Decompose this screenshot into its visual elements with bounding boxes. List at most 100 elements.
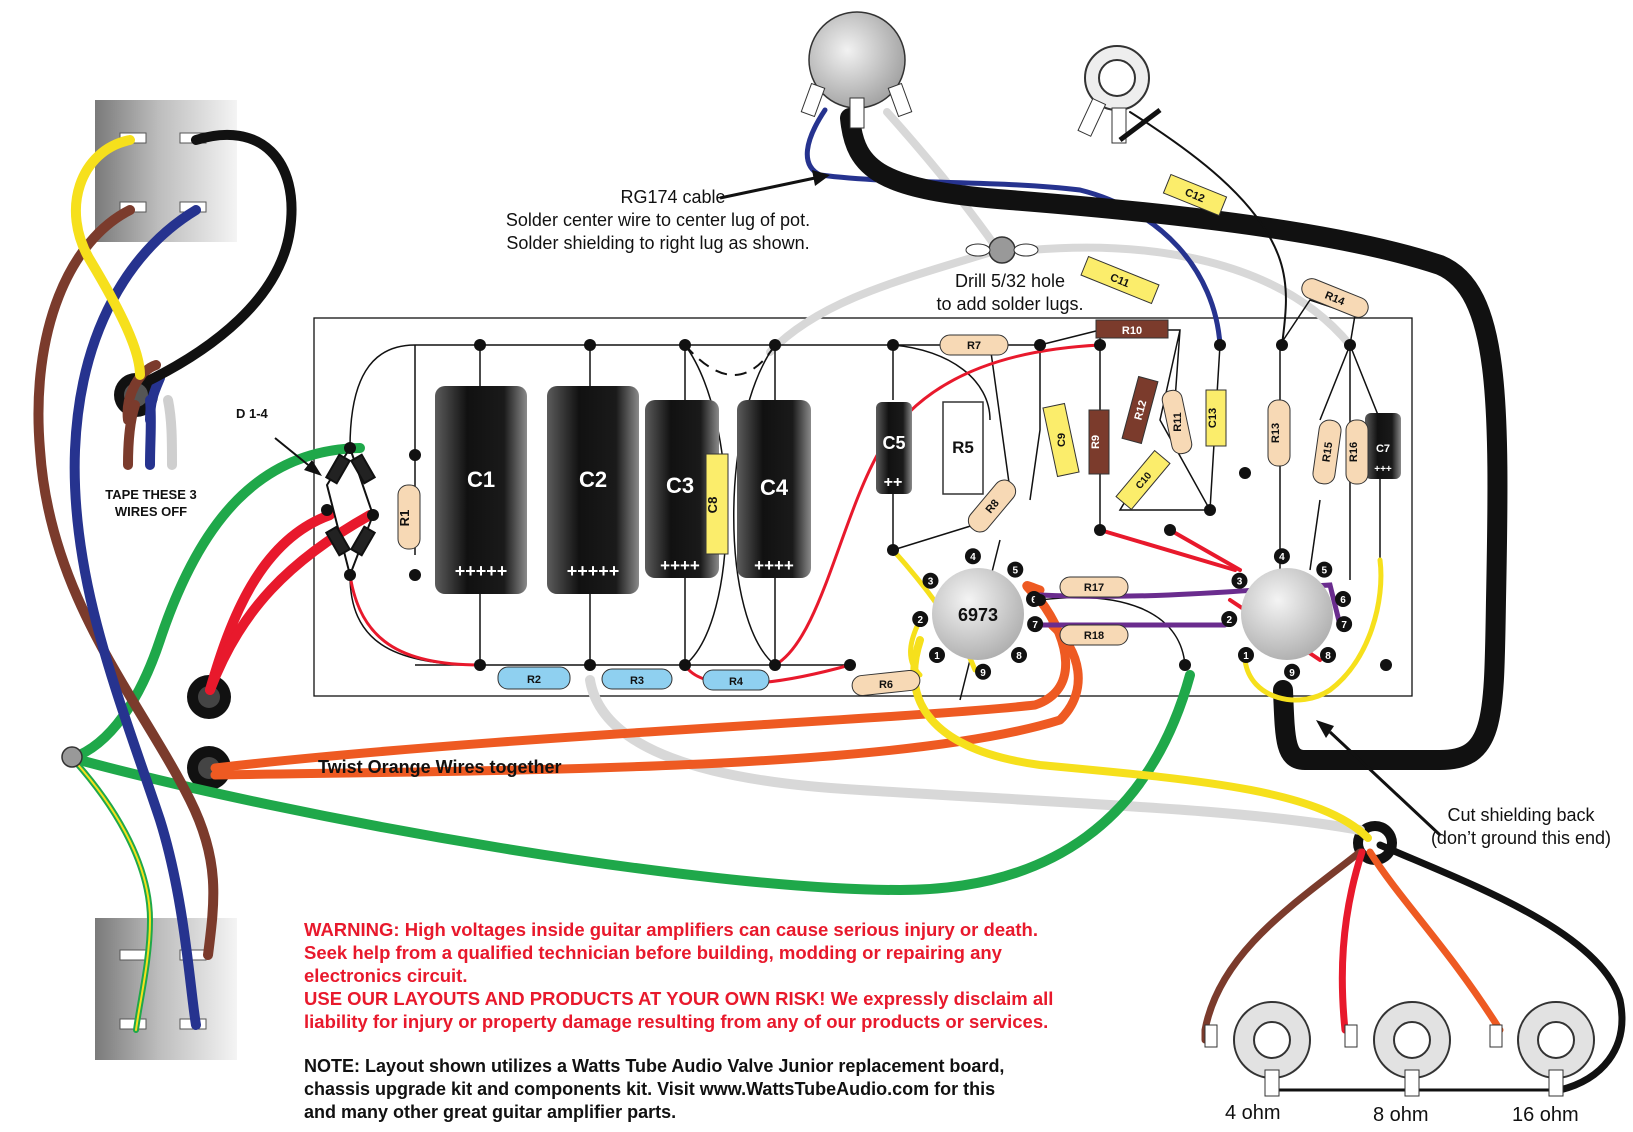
cap-C10: C10: [1115, 449, 1171, 511]
tube-pin-preamp-7: [1027, 616, 1044, 633]
speaker-jack-8ohm: [1344, 1001, 1451, 1097]
note-line3: and many other great guitar amplifier pa…: [304, 1102, 677, 1122]
tube-pin-number: 1: [1243, 651, 1249, 662]
tube-pin-preamp-5: [1007, 561, 1024, 578]
tube-pin-number: 5: [1322, 566, 1328, 577]
tube-pin-power-6: [1335, 590, 1352, 607]
rg174-annotation: RG174 cable Solder center wire to center…: [448, 186, 868, 255]
tube-label: 6973: [958, 605, 998, 625]
tube-pin-power-2: [1221, 611, 1238, 628]
cap-C2: C2 +++++: [547, 386, 639, 594]
volume-pot: [800, 11, 913, 129]
solder-node: [367, 509, 379, 521]
resistor-label-R3: R3: [630, 675, 644, 687]
tube-pin-power-3: [1231, 572, 1248, 589]
drill-line2: to add solder lugs.: [936, 294, 1084, 314]
drill-annotation: Drill 5/32 hole to add solder lugs.: [905, 270, 1115, 316]
tube-pin-number: 2: [1226, 615, 1232, 626]
solder-node: [1204, 504, 1216, 516]
drill-line1: Drill 5/32 hole: [954, 271, 1066, 291]
rg174-line1: Solder center wire to center lug of pot.: [505, 210, 811, 230]
cap-label-C8: C8: [705, 497, 720, 514]
cap-label-C2: C2: [579, 467, 607, 492]
solder-node: [474, 659, 486, 671]
resistor-R14: R14: [1301, 278, 1369, 318]
solder-node: [321, 504, 333, 516]
input-jack: [1077, 45, 1162, 144]
tube-pin-power-7: [1336, 616, 1353, 633]
cap-label-C3: C3: [666, 473, 694, 498]
tube-socket-preamp: 6973: [932, 568, 1024, 660]
resistor-label-R6: R6: [879, 679, 893, 691]
resistor-label-R16: R16: [1348, 442, 1360, 462]
resistor-label-R13: R13: [1270, 423, 1282, 443]
solder-lug-post: [965, 236, 1039, 264]
tube-pin-number: 4: [1279, 552, 1285, 563]
cap-C9: C9: [1042, 402, 1080, 478]
solder-node: [679, 339, 691, 351]
solder-node: [584, 339, 596, 351]
tube-pin-number: 7: [1341, 620, 1347, 631]
tube-pin-preamp-4: [964, 548, 981, 565]
tube-pin-power-1: [1237, 647, 1254, 664]
polarity-mark: +++: [1374, 464, 1392, 475]
solder-node: [1164, 524, 1176, 536]
resistor-R5: R5: [942, 401, 984, 495]
solder-node: [1034, 594, 1046, 606]
solder-node: [1214, 339, 1226, 351]
safety-warning: WARNING: High voltages inside guitar amp…: [304, 918, 1184, 1033]
tube-pin-number: 5: [1013, 566, 1019, 577]
tape-annotation: TAPE THESE 3 WIRES OFF: [96, 486, 206, 520]
resistor-R12: R12: [1121, 375, 1159, 445]
tube-pin-number: 7: [1032, 620, 1038, 631]
cap-label-C9: C9: [1056, 433, 1068, 447]
annotation-arrows: [274, 170, 1442, 837]
cap-C13: C13: [1205, 389, 1227, 447]
solder-node: [1344, 339, 1356, 351]
tube-pin-number: 9: [1289, 668, 1295, 679]
solder-node: [474, 339, 486, 351]
resistor-R13: R13: [1267, 399, 1291, 467]
resistor-R16: R16: [1345, 419, 1369, 485]
cap-label-C5: C5: [882, 433, 905, 453]
tube-pin-number: 8: [1016, 651, 1022, 662]
resistor-R9: R9: [1088, 409, 1110, 475]
tube-pin-number: 6: [1340, 595, 1346, 606]
solder-node: [1239, 467, 1251, 479]
diode-label: D 1-4: [236, 406, 268, 421]
resistor-label-R12: R12: [1133, 399, 1150, 422]
solder-node: [1276, 339, 1288, 351]
cut-line2: (don’t ground this end): [1430, 828, 1612, 848]
solder-node: [1094, 524, 1106, 536]
solder-node: [344, 569, 356, 581]
tube-pin-power-9: [1284, 663, 1301, 680]
tube-socket-power: [1241, 568, 1333, 660]
tape-line2: WIRES OFF: [114, 504, 188, 519]
cap-label-C7: C7: [1376, 443, 1390, 455]
resistor-label-R2: R2: [527, 674, 541, 686]
layout-note: NOTE: Layout shown utilizes a Watts Tube…: [304, 1055, 1184, 1124]
cap-label-C13: C13: [1207, 408, 1219, 428]
cap-C4: C4 ++++: [737, 400, 811, 578]
resistor-label-R5: R5: [952, 438, 974, 457]
speaker-jack-16ohm: [1489, 1001, 1595, 1097]
tube-pin-preamp-2: [912, 611, 929, 628]
polarity-mark: +++++: [455, 561, 508, 581]
jack-label-8ohm: 8 ohm: [1373, 1104, 1429, 1126]
warning-line4: USE OUR LAYOUTS AND PRODUCTS AT YOUR OWN…: [304, 988, 1054, 1009]
twist-annotation: Twist Orange Wires together: [318, 757, 562, 777]
solder-node: [769, 339, 781, 351]
solder-node: [344, 442, 356, 454]
rg174-line2: Solder shielding to right lug as shown.: [506, 233, 810, 253]
tube-pin-power-4: [1273, 548, 1290, 565]
resistor-R17: R17: [1059, 576, 1129, 598]
solder-node: [1380, 659, 1392, 671]
jack-label-16ohm: 16 ohm: [1512, 1104, 1579, 1126]
cap-C1: C1 +++++: [435, 386, 527, 594]
tube-pin-number: 3: [1237, 577, 1243, 588]
resistor-label-R18: R18: [1084, 630, 1104, 642]
resistor-R4: R4: [702, 669, 770, 691]
solder-node: [1094, 339, 1106, 351]
